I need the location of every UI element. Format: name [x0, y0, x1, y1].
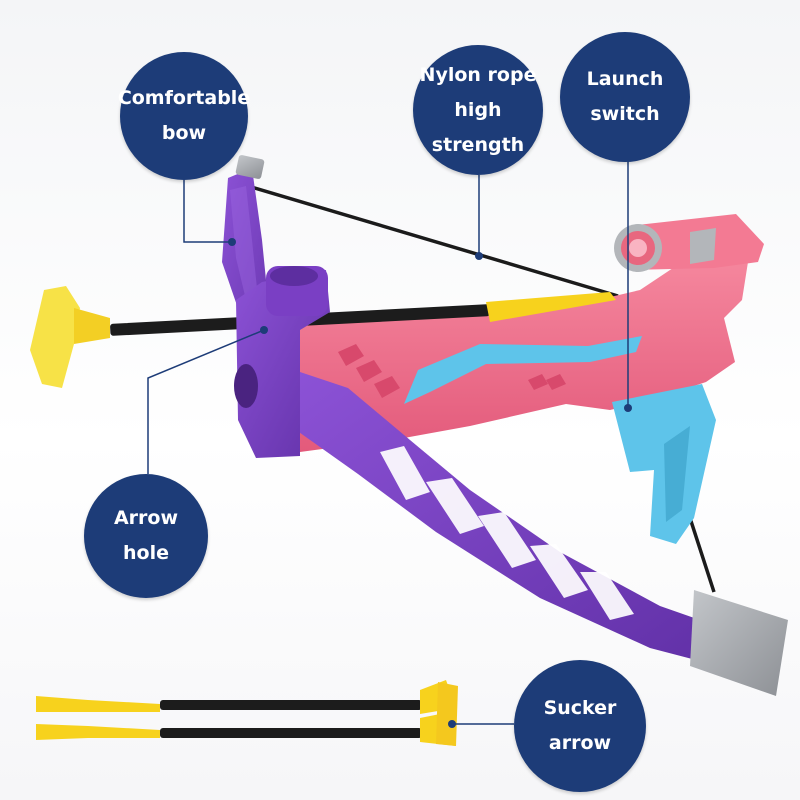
callout-leaders: [147, 160, 629, 725]
arrow-hole-callout: Arrow hole: [84, 474, 208, 598]
callout-dots: [228, 238, 632, 728]
launch-scope: [614, 214, 764, 272]
crossbow-stock: [290, 250, 748, 544]
spare-sucker-arrows: [36, 680, 458, 746]
comfortable-bow-callout: Comfortable bow: [117, 52, 251, 180]
nylon-rope-callout: Nylon rope high strength: [413, 45, 543, 175]
callout-line: high: [454, 98, 502, 121]
callout-line: strength: [431, 133, 525, 156]
callout-line: bow: [161, 122, 207, 144]
callout-line: Launch: [586, 68, 664, 90]
sucker-arrow-callout: Sucker arrow: [514, 660, 646, 792]
callout-line: Arrow: [113, 507, 179, 529]
callout-line: Comfortable: [117, 87, 251, 109]
callout-line: arrow: [548, 732, 612, 754]
callout-line: Nylon rope: [419, 63, 537, 86]
callout-line: switch: [590, 103, 660, 125]
callout-line: hole: [123, 542, 169, 564]
arrow-hole-block: [234, 266, 330, 458]
callout-line: Sucker: [543, 697, 617, 719]
launch-switch-callout: Launch switch: [560, 32, 690, 162]
lower-bow-limb: [296, 372, 788, 696]
